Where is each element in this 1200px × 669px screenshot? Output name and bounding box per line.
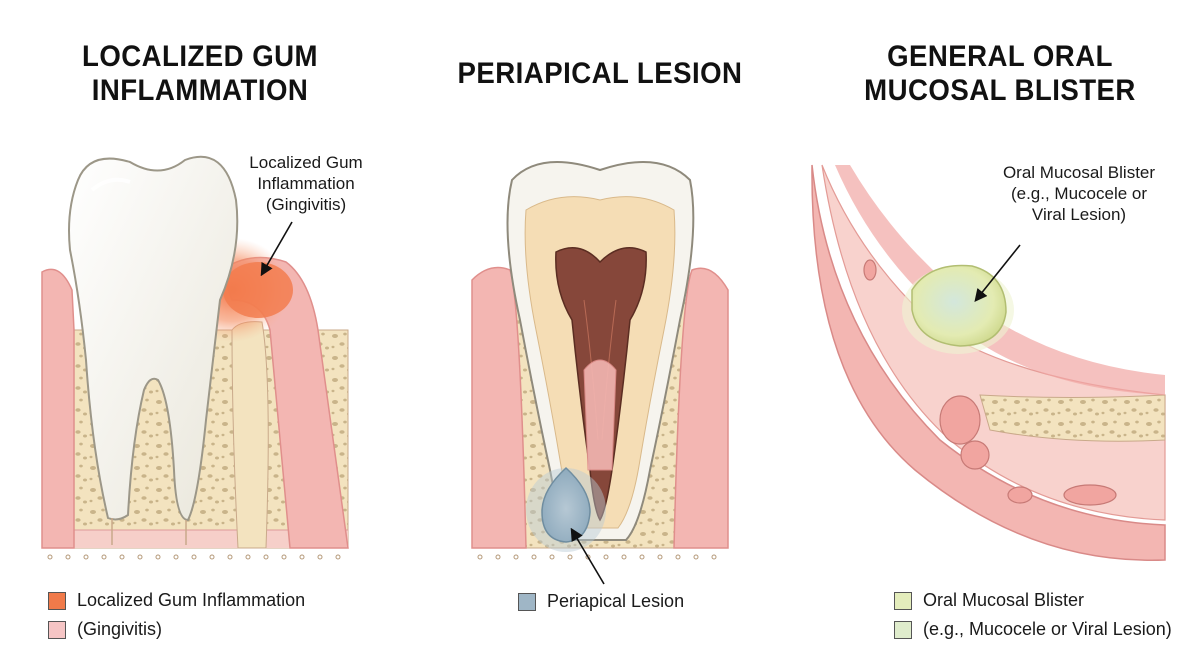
panel-1-legend-item-2: (Gingivitis) [48, 619, 162, 640]
panel-2-title-line-1: PERIAPICAL LESION [457, 57, 743, 90]
panel-1-callout: Localized Gum Inflammation (Gingivitis) [236, 152, 376, 215]
legend-swatch-inflammation [48, 591, 66, 610]
oral-mucosa [811, 164, 1166, 561]
panel-2-dotted-base [477, 554, 717, 560]
mucosal-blister [911, 264, 1007, 347]
panel-3-illustration [811, 164, 1166, 561]
gum-base-band [42, 530, 348, 548]
panel-1-callout-line-3: (Gingivitis) [265, 195, 347, 214]
panel-1-legend-label-2: (Gingivitis) [77, 619, 163, 639]
panel-1-legend-item-1: Localized Gum Inflammation [48, 590, 305, 611]
panel-3-legend-label-2: (e.g., Mucocele or Viral Lesion) [923, 619, 1172, 639]
molar-tooth [68, 155, 239, 522]
panel-3-title: GENERAL ORAL MUCOSAL BLISTER [844, 40, 1157, 108]
panel-1-dotted-base [47, 554, 341, 560]
panel-1-pointer-arrow [260, 221, 293, 277]
panel-1-title: LOCALIZED GUM INFLAMMATION [44, 40, 357, 108]
panel-3-legend-label-1: Oral Mucosal Blister [923, 590, 1085, 610]
panel-3-callout-line-3: Viral Lesion) [1031, 205, 1127, 224]
left-gingiva [41, 268, 75, 549]
panel-1-title-line-2: INFLAMMATION [91, 74, 309, 107]
panel-2-left-gingiva [471, 266, 527, 549]
panel-2-legend-label-1: Periapical Lesion [547, 591, 685, 611]
legend-swatch-viral-lesion [894, 620, 912, 639]
panel-1-illustration [41, 155, 349, 560]
panel-2-pointer-arrow [570, 527, 605, 585]
panel-3-title-line-2: MUCOSAL BLISTER [864, 74, 1136, 107]
neighbor-root [231, 321, 269, 549]
panel-2-legend-item-1: Periapical Lesion [518, 591, 684, 612]
panel-3-callout-line-1: Oral Mucosal Blister [1002, 163, 1156, 182]
panel-3-legend-item-2: (e.g., Mucocele or Viral Lesion) [894, 619, 1172, 640]
legend-swatch-periapical [518, 592, 536, 611]
legend-swatch-blister [894, 591, 912, 610]
salivary-glands [863, 259, 1117, 506]
panel-2-right-gingiva [673, 267, 729, 549]
panel-3-callout-line-2: (e.g., Mucocele or [1010, 184, 1148, 203]
periapical-lesion [541, 466, 591, 543]
panel-1-callout-line-2: Inflammation [257, 174, 355, 193]
panel-1-legend-label-1: Localized Gum Inflammation [77, 590, 306, 610]
panel-1-title-line-1: LOCALIZED GUM [82, 40, 318, 73]
panel-3-pointer-arrow [974, 244, 1021, 302]
panel-3-title-line-1: GENERAL ORAL [887, 40, 1113, 73]
panel-2-title: PERIAPICAL LESION [434, 57, 765, 91]
panel-3-bone [979, 394, 1166, 442]
panel-3-legend-item-1: Oral Mucosal Blister [894, 590, 1084, 611]
panel-2-illustration [471, 161, 729, 585]
panel-3-callout: Oral Mucosal Blister (e.g., Mucocele or … [984, 162, 1174, 225]
panel-1-callout-line-1: Localized Gum [249, 153, 363, 172]
legend-swatch-gingivitis [48, 620, 66, 639]
